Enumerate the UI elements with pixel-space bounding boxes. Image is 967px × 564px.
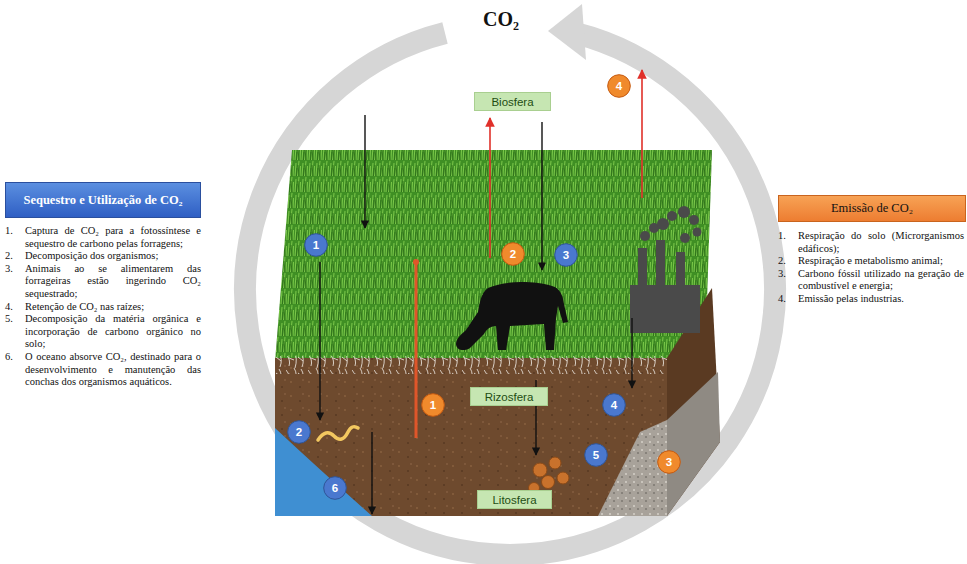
list-text: O oceano absorve CO₂, destinado para o d…: [25, 351, 201, 389]
callout-number: 6: [332, 482, 338, 494]
list-number: 6.: [5, 351, 25, 389]
sphere-label-box: Biosfera: [474, 92, 551, 111]
cycle-arrowhead: [548, 4, 586, 60]
callout-circle: 5: [584, 443, 608, 467]
soil-respiration-tip: [413, 259, 419, 265]
emission-heading: Emissão de CO₂: [778, 195, 966, 222]
sphere-label-box: Rizosfera: [470, 387, 548, 406]
flow-arrows-red: [490, 70, 642, 258]
list-item: 2.Respiração e metabolismo animal;: [778, 255, 964, 268]
box-label: Biosfera: [491, 96, 533, 108]
sequestration-list: 1.Captura de CO₂ para a fotossíntese e s…: [5, 225, 201, 389]
fossil-rock-side: [667, 372, 720, 516]
list-text: Respiração do solo (Microrganismos edáfi…: [798, 230, 964, 255]
box-label: Litosfera: [492, 494, 536, 506]
list-item: 4.Retenção de CO₂ nas raízes;: [5, 301, 201, 314]
callout-circle: 2: [287, 420, 311, 444]
list-number: 2.: [5, 250, 25, 263]
callout-circle: 3: [657, 450, 681, 474]
callout-number: 4: [611, 399, 617, 411]
callout-number: 2: [510, 248, 516, 260]
list-item: 4.Emissão pelas industrias.: [778, 293, 964, 306]
callout-number: 2: [296, 426, 302, 438]
cow: [456, 282, 568, 350]
callout-number: 1: [430, 399, 436, 411]
list-item: 3.Animais ao se alimentarem das forragei…: [5, 263, 201, 301]
list-number: 4.: [778, 293, 798, 306]
ocean: [275, 428, 372, 516]
callout-circle: 1: [421, 393, 445, 417]
box-label: Sequestro e Utilização de CO₂: [23, 193, 182, 208]
callout-number: 1: [313, 239, 319, 251]
circle-fill: [585, 444, 608, 467]
callout-circle: 3: [554, 243, 578, 267]
soil-block: [275, 358, 667, 516]
callout-number: 3: [563, 249, 569, 261]
flow-arrows-black: [320, 115, 632, 514]
fossil-rock: [598, 420, 667, 516]
callout-circle: 6: [323, 476, 347, 500]
emission-list: 1.Respiração do solo (Microrganismos edá…: [778, 230, 964, 306]
callout-circle: 4: [602, 393, 626, 417]
circle-fill: [608, 75, 631, 98]
list-item: 5.Decomposição da matéria orgânica e inc…: [5, 313, 201, 351]
circle-fill: [502, 243, 525, 266]
circle-fill: [288, 421, 311, 444]
callout-number: 4: [616, 80, 622, 92]
grass-surface: [275, 150, 712, 362]
sequestration-heading: Sequestro e Utilização de CO₂: [5, 182, 201, 218]
circle-fill: [305, 234, 328, 257]
list-number: 1.: [778, 230, 798, 255]
circle-fill: [324, 477, 347, 500]
list-text: Respiração e metabolismo animal;: [798, 255, 964, 268]
circle-fill: [555, 244, 578, 267]
list-number: 3.: [5, 263, 25, 301]
callout-circle: 2: [501, 242, 525, 266]
list-number: 2.: [778, 255, 798, 268]
roots: [275, 356, 667, 374]
circle-fill: [422, 394, 445, 417]
list-text: Decomposição da matéria orgânica e incor…: [25, 313, 201, 351]
circle-fill: [603, 394, 626, 417]
list-item: 6.O oceano absorve CO₂, destinado para o…: [5, 351, 201, 389]
organic-matter: [529, 457, 570, 494]
list-number: 5.: [5, 313, 25, 351]
list-text: Carbono fóssil utilizado na geração de c…: [798, 268, 964, 293]
box-label: Emissão de CO₂: [831, 201, 913, 216]
list-number: 1.: [5, 225, 25, 250]
list-number: 3.: [778, 268, 798, 293]
list-item: 2.Decomposição dos organismos;: [5, 250, 201, 263]
list-item: 1.Captura de CO₂ para a fotossíntese e s…: [5, 225, 201, 250]
list-text: Retenção de CO₂ nas raízes;: [25, 301, 201, 314]
sphere-label-box: Litosfera: [477, 490, 552, 509]
callout-number: 3: [666, 456, 672, 468]
callout-number: 5: [593, 449, 599, 461]
callout-circle: 1: [304, 233, 328, 257]
list-item: 3.Carbono fóssil utilizado na geração de…: [778, 268, 964, 293]
box-label: Rizosfera: [485, 391, 534, 403]
list-text: Animais ao se alimentarem das forrageira…: [25, 263, 201, 301]
list-item: 1.Respiração do solo (Microrganismos edá…: [778, 230, 964, 255]
circle-fill: [658, 451, 681, 474]
list-text: Captura de CO₂ para a fotossíntese e seq…: [25, 225, 201, 250]
factory: [630, 206, 702, 333]
soil-respiration-line: [415, 262, 418, 438]
list-text: Decomposição dos organismos;: [25, 250, 201, 263]
list-text: Emissão pelas industrias.: [798, 293, 964, 306]
callout-circle: 4: [607, 74, 631, 98]
cycle-title: CO₂: [483, 8, 519, 31]
cycle-ring: [245, 33, 775, 555]
list-number: 4.: [5, 301, 25, 314]
worm: [318, 427, 358, 440]
